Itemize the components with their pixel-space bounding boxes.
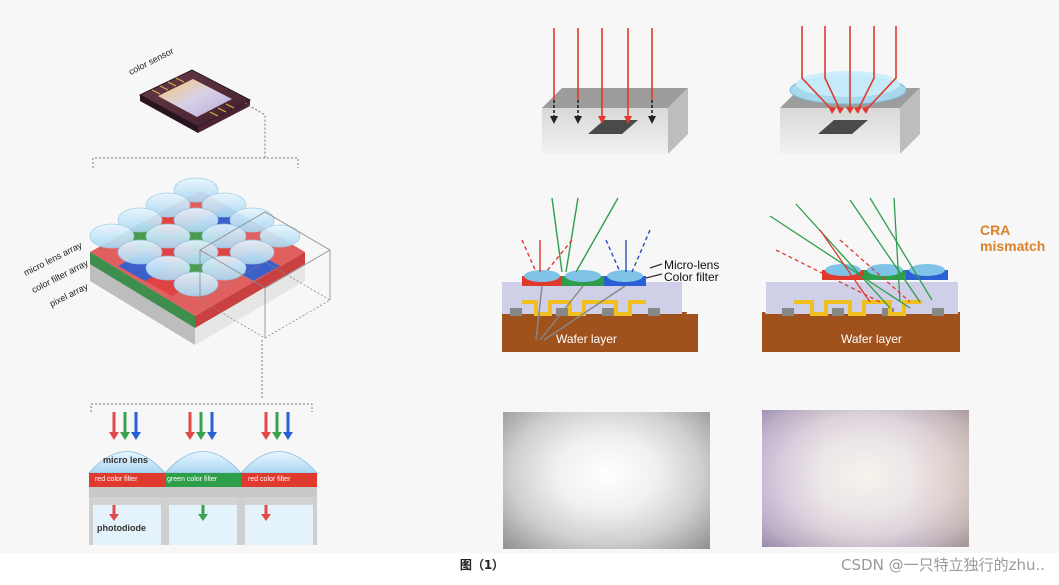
filter-label-red-right: red color filter	[248, 476, 291, 483]
filter-label-red-left: red color filter	[95, 476, 138, 483]
zoom-box	[199, 211, 331, 339]
slide-canvas: color sensor micro lens array color filt…	[22, 26, 1046, 549]
sensor-stack-diagram	[88, 69, 331, 545]
photodiode-label: photodiode	[97, 523, 146, 533]
micro-lens-label: micro lens	[103, 455, 149, 465]
photodiode-arrows	[109, 505, 271, 521]
color-shading-tint	[762, 410, 969, 547]
csdn-watermark: CSDN @一只特立独行的zhu..	[841, 556, 1045, 574]
red-filter-right	[241, 473, 317, 487]
filter-label-green: green color filter	[167, 476, 218, 483]
green-filter	[165, 473, 241, 487]
color-sensor-chip	[138, 69, 252, 133]
color-filter-callout: Color filter	[664, 270, 719, 284]
block-with-lens	[780, 26, 920, 154]
figure-caption: 图（1）	[459, 558, 505, 572]
wafer-label-right: Wafer layer	[841, 332, 902, 346]
red-filter-left	[89, 473, 165, 487]
cross-section-normal	[502, 197, 698, 352]
vignetting-image-gray	[503, 412, 710, 549]
pixel-micro-lenses	[88, 451, 318, 474]
wafer-label-left: Wafer layer	[556, 332, 617, 346]
micro-lens-array	[89, 177, 301, 297]
incoming-light-arrows	[109, 412, 293, 440]
detail-connector-lines	[90, 340, 313, 412]
vignetting-image-color-shading	[762, 410, 969, 547]
cross-section-cra-mismatch	[761, 197, 960, 352]
chip-connector-lines	[92, 102, 299, 168]
cra-mismatch-label: CRA mismatch	[980, 222, 1046, 254]
micro-lens-callout: Micro-lens	[664, 258, 720, 272]
block-without-lens	[542, 28, 688, 154]
